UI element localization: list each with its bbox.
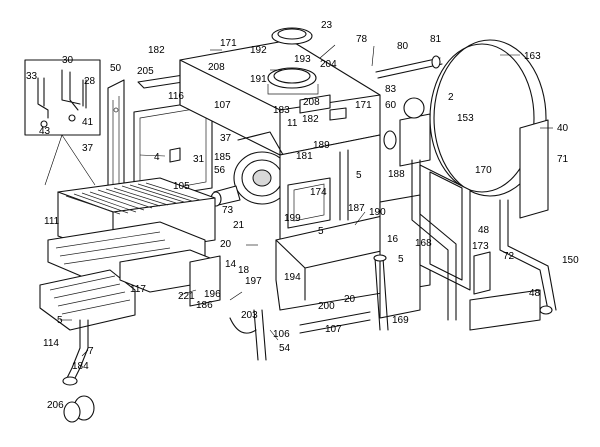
- callout-105: 105: [173, 181, 190, 192]
- callout-208: 208: [208, 62, 225, 73]
- callout-199: 199: [284, 213, 301, 224]
- callout-190: 190: [369, 207, 386, 218]
- callout-2: 2: [448, 92, 454, 103]
- callout-43: 43: [39, 126, 51, 137]
- callout-203: 203: [241, 310, 258, 321]
- callout-184: 184: [72, 361, 89, 372]
- callout-106: 106: [273, 329, 290, 340]
- callout-33: 33: [26, 71, 38, 82]
- callout-183: 183: [273, 105, 290, 116]
- callout-54: 54: [279, 343, 291, 354]
- callout-73: 73: [222, 205, 234, 216]
- gas-pipe: [62, 309, 267, 423]
- callout-205: 205: [137, 66, 154, 77]
- callout-5: 5: [57, 315, 63, 326]
- callout-41: 41: [82, 117, 94, 128]
- callout-197: 197: [245, 276, 262, 287]
- callout-5: 5: [318, 226, 324, 237]
- callout-169: 169: [392, 315, 409, 326]
- chamber-body: [275, 130, 431, 319]
- callout-188: 188: [388, 169, 405, 180]
- callout-196: 196: [204, 289, 221, 300]
- burner: [39, 249, 221, 331]
- callout-186: 186: [196, 300, 213, 311]
- callout-37: 37: [82, 143, 94, 154]
- callout-56: 56: [214, 165, 226, 176]
- callout-200: 200: [318, 301, 335, 312]
- callout-163: 163: [524, 51, 541, 62]
- callout-72: 72: [503, 251, 515, 262]
- callout-194: 194: [284, 272, 301, 283]
- callout-16: 16: [387, 234, 399, 245]
- callout-7: 7: [88, 346, 94, 357]
- callout-181: 181: [296, 151, 313, 162]
- callout-189: 189: [313, 140, 330, 151]
- callout-182: 182: [148, 45, 165, 56]
- callout-71: 71: [557, 154, 569, 165]
- right-hydraulic-parts: [299, 97, 557, 334]
- callout-171: 171: [355, 100, 372, 111]
- callout-48: 48: [478, 225, 490, 236]
- callout-173: 173: [472, 241, 489, 252]
- callout-187: 187: [348, 203, 365, 214]
- callout-185: 185: [214, 152, 231, 163]
- callout-81: 81: [430, 34, 442, 45]
- callout-174: 174: [310, 187, 327, 198]
- callout-5: 5: [398, 254, 404, 265]
- callout-50: 50: [110, 63, 122, 74]
- callout-leaders: [60, 44, 553, 357]
- callout-168: 168: [415, 238, 432, 249]
- callout-204: 204: [320, 59, 337, 70]
- callout-11: 11: [287, 118, 298, 129]
- callout-5: 5: [356, 170, 362, 181]
- callout-80: 80: [397, 41, 409, 52]
- callout-20: 20: [344, 294, 356, 305]
- callout-20: 20: [220, 239, 232, 250]
- callout-170: 170: [475, 165, 492, 176]
- callout-171: 171: [220, 38, 237, 49]
- callout-37: 37: [220, 133, 232, 144]
- callout-40: 40: [557, 123, 569, 134]
- callout-193: 193: [294, 54, 311, 65]
- electrode-detail-inset: [24, 59, 101, 186]
- callout-206: 206: [47, 400, 64, 411]
- callout-21: 21: [233, 220, 245, 231]
- callout-78: 78: [356, 34, 368, 45]
- callout-83: 83: [385, 84, 397, 95]
- expansion-vessel: [375, 39, 549, 219]
- callout-221: 221: [178, 291, 195, 302]
- callout-150: 150: [562, 255, 579, 266]
- callout-153: 153: [457, 113, 474, 124]
- callout-4: 4: [154, 152, 160, 163]
- callout-14: 14: [225, 259, 237, 270]
- callout-208: 208: [303, 97, 320, 108]
- callout-48: 48: [529, 288, 541, 299]
- callout-111: 111: [44, 216, 60, 227]
- callout-28: 28: [84, 76, 96, 87]
- callout-107: 107: [214, 100, 231, 111]
- main-casing: [179, 27, 381, 156]
- callout-191: 191: [250, 74, 267, 85]
- callout-30: 30: [62, 55, 74, 66]
- callout-116: 116: [168, 91, 184, 102]
- callout-60: 60: [385, 100, 397, 111]
- callout-18: 18: [238, 265, 250, 276]
- callout-182: 182: [302, 114, 319, 125]
- callout-114: 114: [43, 338, 59, 349]
- callout-192: 192: [250, 45, 267, 56]
- callout-23: 23: [321, 20, 333, 31]
- callout-117: 117: [130, 284, 146, 295]
- callout-107: 107: [325, 324, 342, 335]
- callout-31: 31: [193, 154, 205, 165]
